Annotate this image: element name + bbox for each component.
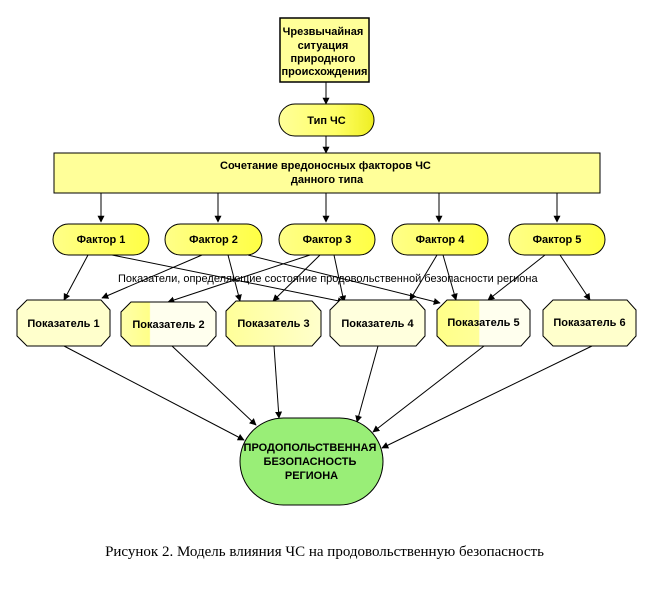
connectors bbox=[63, 82, 593, 449]
arrow-f4-ind4 bbox=[409, 254, 438, 301]
arrow-ind2-security bbox=[171, 345, 257, 426]
type-label: Тип ЧС bbox=[307, 115, 345, 127]
indicator-label-2: Показатель 2 bbox=[132, 319, 204, 331]
factor-node-1: Фактор 1 bbox=[52, 223, 150, 256]
security-line-1: ПРОДОПОЛЬСТВЕННАЯ bbox=[244, 442, 377, 454]
factor-label-3: Фактор 3 bbox=[303, 234, 352, 246]
indicator-node-5: Показатель 5 bbox=[436, 299, 531, 347]
arrow-ind3-security bbox=[273, 345, 283, 419]
security-node: ПРОДОПОЛЬСТВЕННАЯ БЕЗОПАСНОСТЬ РЕГИОНА bbox=[239, 417, 384, 506]
arrow-ind5-security bbox=[372, 345, 485, 433]
arrow-f4-ind5 bbox=[442, 254, 458, 301]
arrow-f5-ind6 bbox=[559, 254, 591, 301]
arrow-f3-ind4 bbox=[333, 254, 347, 303]
svg-text:Чрезвычайная ситуация: Чрезвычайная ситуация природного происхо… bbox=[282, 26, 368, 78]
factor-label-4: Фактор 4 bbox=[416, 234, 466, 246]
arrow-f3-ind3 bbox=[272, 254, 321, 302]
arrow-f3-ind2 bbox=[167, 254, 311, 304]
factor-label-2: Фактор 2 bbox=[189, 234, 238, 246]
combination-line-2: данного типа bbox=[291, 174, 364, 186]
factor-node-4: Фактор 4 bbox=[391, 223, 489, 256]
factor-label-1: Фактор 1 bbox=[77, 234, 126, 246]
factor-label-5: Фактор 5 bbox=[533, 234, 582, 246]
security-line-3: РЕГИОНА bbox=[285, 470, 338, 482]
arrow-f2-ind3 bbox=[227, 254, 242, 302]
arrow-ind4-security bbox=[355, 345, 379, 423]
arrow-f1-ind1 bbox=[63, 254, 89, 301]
indicator-node-1: Показатель 1 bbox=[16, 299, 111, 347]
arrow-f2-ind5 bbox=[247, 254, 441, 305]
emergency-line-3: природного bbox=[291, 53, 356, 65]
factor-node-3: Фактор 3 bbox=[278, 223, 376, 256]
indicator-label-1: Показатель 1 bbox=[27, 318, 99, 330]
factor-node-5: Фактор 5 bbox=[508, 223, 606, 256]
indicator-node-3: Показатель 3 bbox=[225, 300, 322, 347]
diagram-canvas: Чрезвычайная ситуация природного происхо… bbox=[16, 17, 637, 506]
type-node: Тип ЧС bbox=[278, 103, 375, 137]
indicator-label-5: Показатель 5 bbox=[447, 317, 519, 329]
combination-node: Сочетание вредоносных факторов ЧС данног… bbox=[53, 152, 601, 194]
arrow-f5-ind5 bbox=[487, 254, 546, 301]
arrow-ind1-security bbox=[63, 345, 245, 441]
combination-line-1: Сочетание вредоносных факторов ЧС bbox=[220, 160, 431, 172]
indicator-label-3: Показатель 3 bbox=[237, 318, 309, 330]
factor-node-2: Фактор 2 bbox=[164, 223, 263, 256]
svg-text:Сочетание вредоносных факторов: Сочетание вредоносных факторов ЧС данног… bbox=[220, 160, 434, 186]
svg-text:ПРОДОПОЛЬСТВЕННАЯ БЕЗОПА: ПРОДОПОЛЬСТВЕННАЯ БЕЗОПАСНОСТЬ РЕГИОНА bbox=[244, 442, 380, 482]
emergency-line-1: Чрезвычайная bbox=[283, 26, 364, 38]
indicator-node-4: Показатель 4 bbox=[329, 299, 426, 347]
emergency-line-4: происхождения bbox=[282, 66, 368, 78]
arrow-f1-ind4 bbox=[111, 254, 345, 305]
arrow-ind6-security bbox=[381, 345, 593, 449]
figure-caption: Рисунок 2. Модель влияния ЧС на продовол… bbox=[105, 544, 544, 560]
indicator-node-2: Показатель 2 bbox=[120, 301, 217, 347]
indicator-label-6: Показатель 6 bbox=[553, 317, 625, 329]
indicator-label-4: Показатель 4 bbox=[341, 318, 414, 330]
indicator-node-6: Показатель 6 bbox=[542, 299, 637, 347]
emergency-node: Чрезвычайная ситуация природного происхо… bbox=[279, 17, 370, 83]
emergency-line-2: ситуация bbox=[298, 40, 349, 52]
indicators-note: Показатели, определяющие состояние продо… bbox=[118, 273, 538, 285]
security-line-2: БЕЗОПАСНОСТЬ bbox=[264, 456, 357, 468]
arrow-f2-ind1 bbox=[101, 254, 203, 299]
